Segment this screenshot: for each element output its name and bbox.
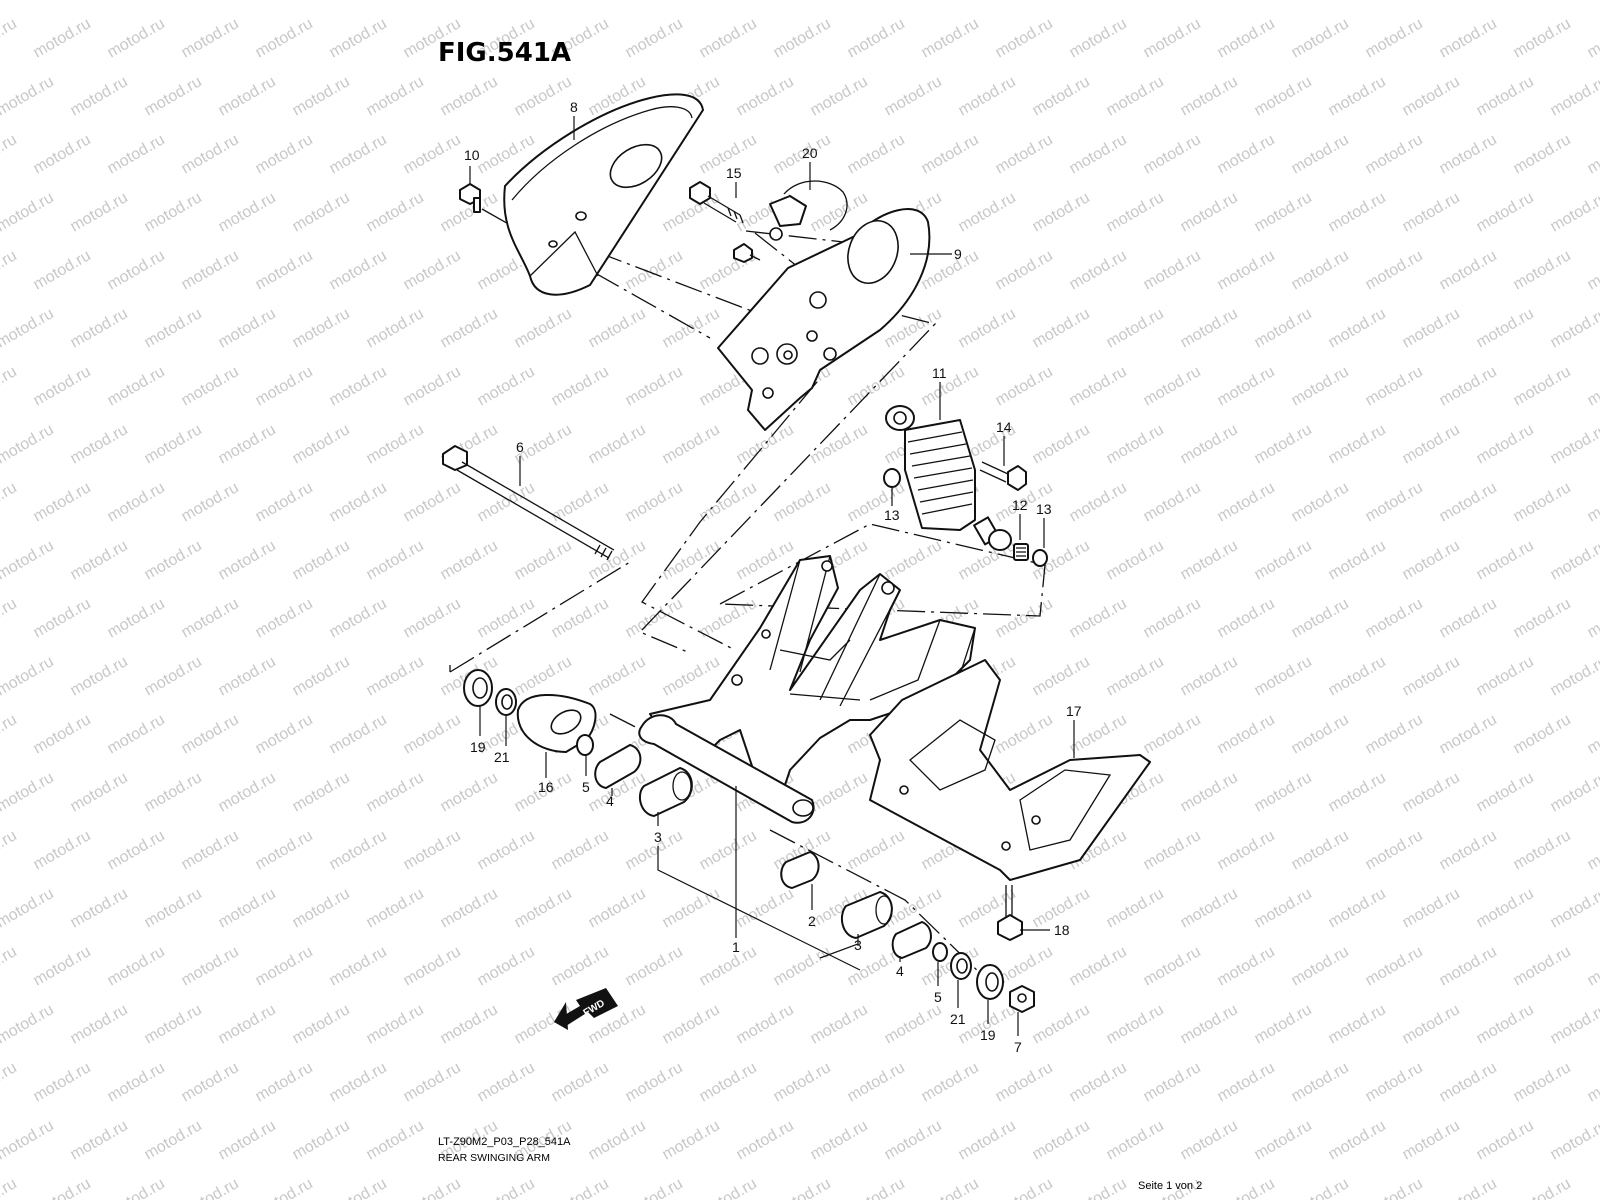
part-17-skid-plate bbox=[869, 659, 1151, 881]
callout-7: 7 bbox=[1014, 1039, 1022, 1055]
part-6-pivot-bolt bbox=[442, 445, 615, 561]
callout-21-left: 21 bbox=[494, 749, 510, 765]
callout-20: 20 bbox=[802, 145, 818, 161]
callout-14: 14 bbox=[996, 419, 1012, 435]
fwd-arrow: FWD bbox=[554, 988, 618, 1030]
callout-18: 18 bbox=[1054, 922, 1070, 938]
part-15-bolt bbox=[689, 181, 744, 224]
part-9-guard-bracket bbox=[717, 208, 931, 431]
part-19-oil-seal-right bbox=[976, 964, 1004, 1000]
callout-19-left: 19 bbox=[470, 739, 486, 755]
callout-6: 6 bbox=[516, 439, 524, 455]
part-5-collar-right bbox=[932, 942, 948, 962]
page-indicator: Seite 1 von 2 bbox=[1138, 1180, 1203, 1192]
callout-11: 11 bbox=[932, 365, 947, 381]
part-18-bolt bbox=[997, 885, 1023, 941]
callout-19-right: 19 bbox=[980, 1027, 996, 1043]
figure-caption: REAR SWINGING ARM bbox=[438, 1152, 551, 1164]
part-21-washer-left bbox=[495, 688, 517, 716]
figure-title: FIG.541A bbox=[438, 38, 572, 68]
part-4-bushing-right bbox=[891, 921, 932, 959]
callout-5-right: 5 bbox=[934, 989, 942, 1005]
callout-15: 15 bbox=[726, 165, 742, 181]
part-20-clip bbox=[769, 180, 848, 241]
callout-12: 12 bbox=[1012, 497, 1028, 513]
part-7-nut bbox=[1009, 985, 1035, 1013]
figure-code: LT-Z90M2_P03_P28_541A bbox=[438, 1136, 571, 1148]
part-12-spacer bbox=[1013, 543, 1029, 561]
callout-1: 1 bbox=[732, 939, 740, 955]
callout-5-left: 5 bbox=[582, 779, 590, 795]
callout-17: 17 bbox=[1066, 703, 1082, 719]
callout-10: 10 bbox=[464, 147, 480, 163]
part-2-pivot-shaft bbox=[780, 851, 820, 889]
small-bolt bbox=[733, 243, 761, 263]
callout-21-right: 21 bbox=[950, 1011, 966, 1027]
part-13-washer-lower bbox=[1032, 549, 1048, 567]
part-1-swing-arm bbox=[638, 555, 976, 824]
part-3-bearing-right bbox=[840, 891, 893, 939]
callout-13-upper: 13 bbox=[884, 507, 900, 523]
callout-8: 8 bbox=[570, 99, 578, 115]
callout-2: 2 bbox=[808, 913, 816, 929]
part-19-oil-seal-left bbox=[463, 669, 493, 707]
callout-leaders bbox=[469, 116, 1075, 1036]
callout-13-lower: 13 bbox=[1036, 501, 1052, 517]
callout-numbers: 8 10 15 20 9 11 14 6 13 12 13 17 18 19 2… bbox=[464, 99, 1082, 1055]
part-16-cap bbox=[516, 694, 597, 753]
part-8-chain-cover bbox=[503, 93, 704, 296]
part-3-bearing-left bbox=[638, 767, 693, 817]
part-4-bushing-left bbox=[594, 744, 642, 789]
part-14-bolt bbox=[979, 461, 1027, 491]
part-5-collar-left bbox=[576, 734, 594, 756]
callout-16: 16 bbox=[538, 779, 554, 795]
callout-9: 9 bbox=[954, 246, 962, 262]
part-11-shock-absorber bbox=[885, 405, 1012, 551]
part-21-washer-right bbox=[950, 952, 972, 980]
part-10-bolt bbox=[459, 183, 481, 213]
callout-4-left: 4 bbox=[606, 793, 614, 809]
callout-4-right: 4 bbox=[896, 963, 904, 979]
callout-3-left: 3 bbox=[654, 829, 662, 845]
callout-3-right: 3 bbox=[854, 937, 862, 953]
part-13-washer-upper bbox=[883, 468, 901, 488]
